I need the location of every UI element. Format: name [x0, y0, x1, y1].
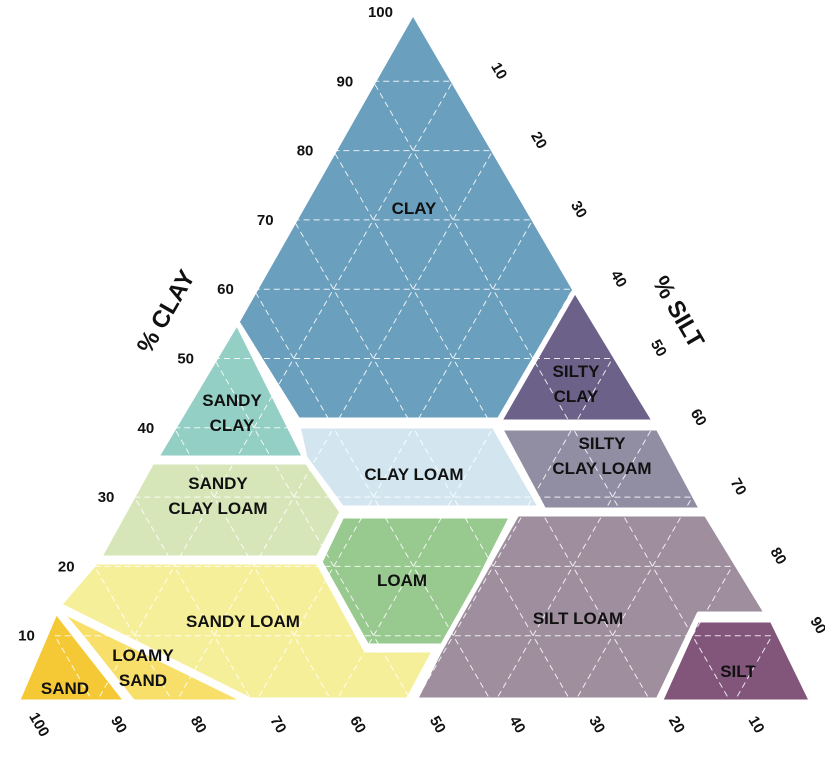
region-label-line: CLAY	[554, 387, 599, 406]
region-loam	[317, 513, 515, 649]
region-silt	[657, 617, 815, 705]
grid-line-silt	[413, 358, 613, 706]
sand-tick-label: 90	[107, 713, 130, 736]
region-label-line: SANDY	[188, 474, 248, 493]
silt-tick-label: 70	[727, 475, 750, 498]
region-label-sand: SAND	[41, 679, 89, 698]
silt-tick-label: 40	[607, 267, 630, 290]
region-label-silty-clay: SILTY CLAY	[553, 362, 601, 406]
sand-tick-label: 50	[426, 713, 449, 736]
grid-line-silt	[253, 219, 534, 706]
region-clay-loam	[295, 423, 544, 511]
sand-tick-label: 70	[266, 713, 289, 736]
sand-tick-label: 40	[506, 713, 529, 736]
region-label-line: CLAY LOAM	[552, 459, 651, 478]
region-silty-clay	[496, 287, 658, 425]
region-label-clay-loam: CLAY LOAM	[364, 465, 463, 484]
clay-tick-label: 50	[177, 351, 194, 368]
region-label-line: CLAY	[210, 416, 255, 435]
silt-tick-label: 30	[567, 198, 590, 221]
region-sandy-clay-loam	[96, 459, 345, 561]
region-label-sandy-loam: SANDY LOAM	[186, 612, 300, 631]
region-label-sandy-clay: SANDY CLAY	[202, 391, 262, 435]
clay-tick-label: 60	[217, 281, 234, 298]
silt-tick-label: 60	[687, 406, 710, 429]
grid-line-sand	[213, 358, 414, 706]
region-label-loamy-sand: LOAMY SAND	[112, 646, 174, 690]
region-label-line: CLAY LOAM	[168, 499, 267, 518]
region-label-line: CLAY LOAM	[364, 465, 463, 484]
sand-tick-label: 80	[187, 713, 210, 736]
region-label-line: SILTY	[553, 362, 601, 381]
clay-tick-label: 40	[138, 420, 155, 437]
region-label-line: SANDY LOAM	[186, 612, 300, 631]
region-label-line: SILTY	[579, 434, 627, 453]
region-clay	[234, 9, 578, 423]
region-label-line: SANDY	[202, 391, 262, 410]
clay-tick-label: 100	[368, 4, 393, 21]
region-loamy-sand	[55, 606, 251, 705]
sand-tick-label: 60	[346, 713, 369, 736]
grid-line-silt	[731, 635, 773, 706]
region-label-line: LOAM	[377, 571, 427, 590]
region-label-sandy-clay-loam: SANDY CLAY LOAM	[168, 474, 267, 518]
region-label-line: SILT	[720, 662, 756, 681]
silt-tick-label: 50	[647, 337, 670, 360]
silt-tick-label: 20	[527, 129, 550, 152]
grid-layer	[54, 80, 773, 706]
grid-line-sand	[293, 219, 574, 706]
grid-line-silt	[652, 566, 733, 706]
region-label-line: CLAY	[392, 199, 437, 218]
grid-line-sand	[173, 427, 335, 706]
grid-line-sand	[332, 150, 654, 706]
sand-tick-label: 100	[25, 710, 52, 740]
region-label-clay: CLAY	[392, 199, 437, 218]
region-label-silt: SILT	[720, 662, 756, 681]
clay-tick-label: 80	[297, 143, 314, 160]
clay-tick-label: 70	[257, 212, 274, 229]
region-label-loam: LOAM	[377, 571, 427, 590]
sand-tick-label: 20	[665, 713, 688, 736]
silt-tick-label: 90	[806, 614, 825, 637]
region-sandy-clay	[153, 319, 308, 461]
clay-tick-label: 30	[98, 489, 115, 506]
silt-tick-label: 80	[767, 545, 790, 568]
sand-tick-label: 30	[585, 713, 608, 736]
sand-tick-label: 10	[745, 713, 768, 736]
clay-axis-title: % CLAY	[132, 266, 201, 358]
grid-line-sand	[54, 635, 96, 706]
region-label-line: SAND	[41, 679, 89, 698]
region-label-line: LOAMY	[112, 646, 174, 665]
silt-tick-label: 10	[487, 60, 510, 83]
region-labels-layer: CLAY SANDY CLAY SILTY CLAY CLAY LOAM SILTY CLAY…	[41, 199, 756, 698]
grid-line-silt	[173, 150, 494, 706]
grid-line-silt	[492, 427, 653, 706]
region-sand	[14, 608, 130, 705]
clay-tick-label: 10	[18, 628, 35, 645]
clay-axis-ticks: 10 20 30 40 50 60 70 80 90 100	[18, 4, 393, 645]
clay-tick-label: 90	[337, 73, 354, 90]
region-sandy-loam	[56, 559, 438, 703]
region-label-line: SILT LOAM	[533, 609, 623, 628]
regions-layer	[14, 9, 815, 705]
clay-tick-label: 20	[58, 558, 75, 575]
region-label-silty-clay-loam: SILTY CLAY LOAM	[552, 434, 651, 478]
region-label-silt-loam: SILT LOAM	[533, 609, 623, 628]
grid-line-sand	[94, 566, 175, 706]
region-label-line: SAND	[119, 671, 167, 690]
sand-axis-ticks: 100 90 80 70 60 50 40 30 20 10	[25, 710, 767, 740]
